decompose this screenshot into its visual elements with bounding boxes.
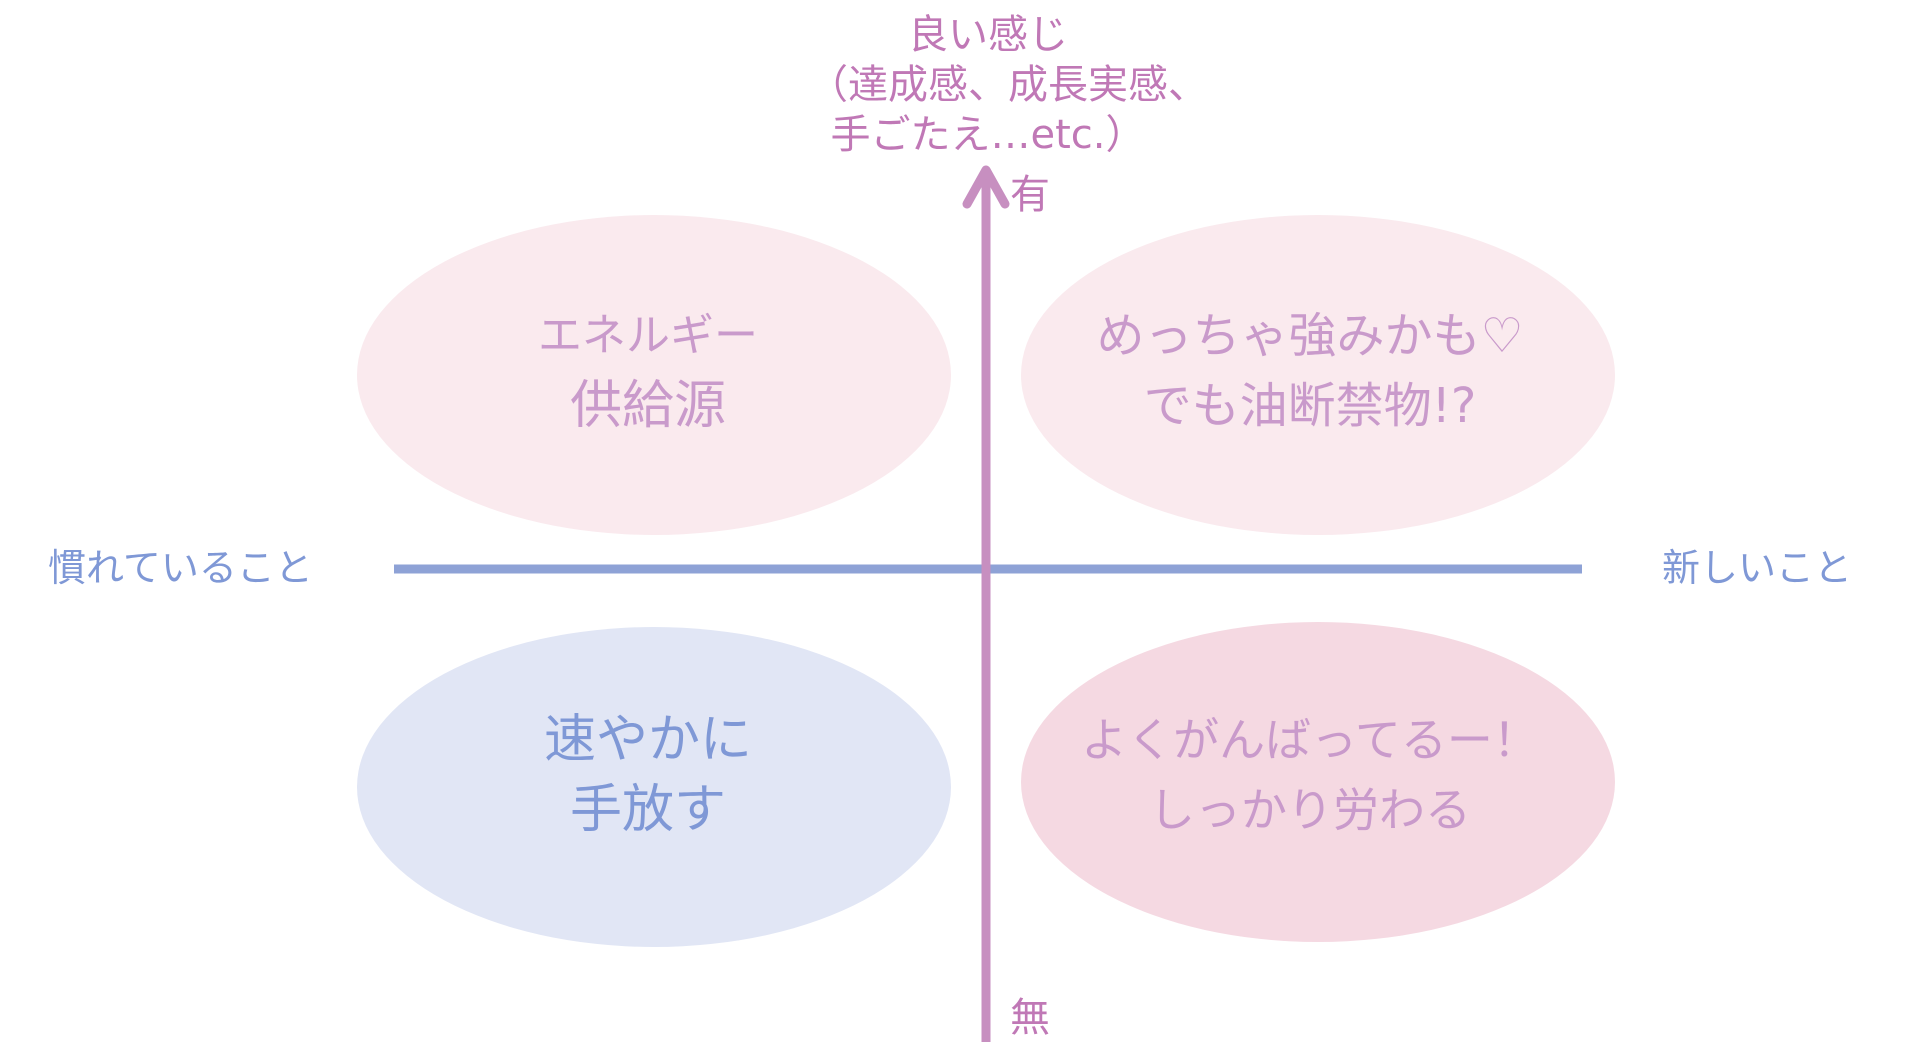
quadrant-top-right-line-1: めっちゃ強みかも♡ bbox=[1096, 308, 1524, 364]
quadrant-bottom-right-label: よくがんばってるー！ しっかり労わる bbox=[1020, 705, 1600, 845]
y-axis-top-label: 良い感じ （達成感、成長実感、 手ごたえ…etc.） bbox=[808, 10, 1208, 160]
quadrant-top-right-ellipse bbox=[1021, 215, 1615, 535]
quadrant-top-left-ellipse bbox=[357, 215, 951, 535]
y-axis-top-label-line-2: （達成感、成長実感、 bbox=[808, 62, 1208, 108]
quadrant-bottom-left-label: 速やかに 手放す bbox=[358, 705, 938, 845]
quadrant-bottom-left-line-2: 手放す bbox=[569, 780, 726, 840]
y-axis-top-label-line-1: 良い感じ bbox=[908, 12, 1068, 58]
quadrant-bottom-left-ellipse bbox=[357, 627, 951, 947]
x-axis-left-label: 慣れていること bbox=[48, 546, 313, 590]
quadrant-top-left-line-2: 供給源 bbox=[569, 376, 726, 436]
quadrant-top-left-line-1: エネルギー bbox=[538, 310, 758, 361]
quadrant-bottom-right-ellipse bbox=[1021, 622, 1615, 942]
quadrant-bottom-right-line-2: しっかり労わる bbox=[1149, 783, 1471, 837]
x-axis-right-label: 新しいこと bbox=[1662, 546, 1853, 590]
vertical-axis-arrowhead bbox=[962, 165, 1010, 209]
y-axis-top-label-line-3: 手ごたえ…etc.） bbox=[830, 112, 1146, 158]
quadrant-bottom-right-line-1: よくがんばってるー！ bbox=[1081, 713, 1539, 767]
y-axis-positive-label: 有 bbox=[1010, 172, 1050, 218]
quadrant-top-right-line-2: でも油断禁物!? bbox=[1143, 378, 1477, 434]
quadrant-top-left-label: エネルギー 供給源 bbox=[358, 301, 938, 441]
y-axis-negative-label: 無 bbox=[1010, 995, 1050, 1041]
quadrant-top-right-label: めっちゃ強みかも♡ でも油断禁物!? bbox=[1020, 301, 1600, 441]
quadrant-bottom-left-line-1: 速やかに bbox=[543, 710, 752, 770]
